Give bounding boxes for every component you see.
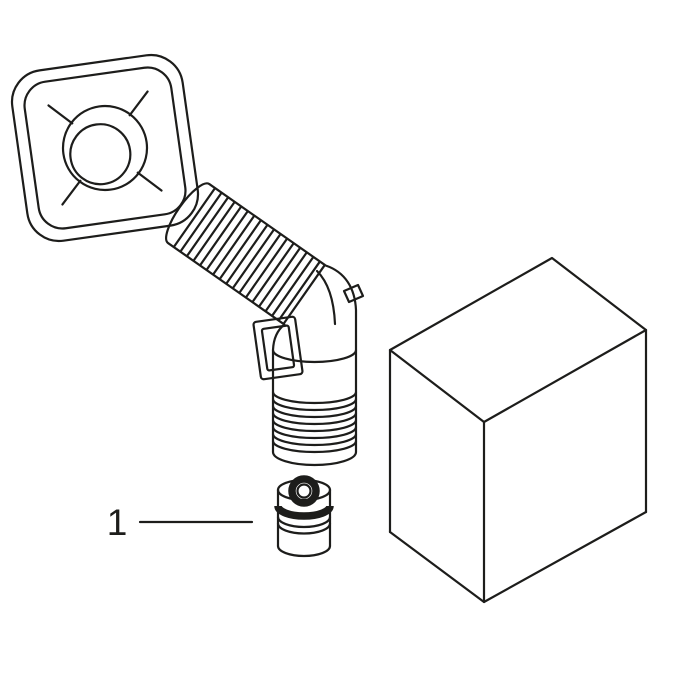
insert-groove-lines [276, 515, 332, 535]
wall-cube-drawing [388, 256, 648, 604]
escutcheon-inner-rim [23, 66, 187, 230]
elbow-collar-joint-line [271, 348, 358, 364]
insert-oring-top [288, 475, 320, 507]
escutcheon-hole-inner [69, 123, 132, 186]
callout-1-label: 1 [107, 502, 128, 543]
escutcheon-hole-outer [61, 104, 149, 192]
insert-bore [296, 483, 312, 499]
escutcheon-outer-edge [10, 53, 200, 243]
outlet-bottom-edge [271, 450, 358, 467]
clip-inner [260, 324, 296, 372]
cube-bottom-edges [388, 510, 648, 604]
escutcheon-bevel-lines [47, 90, 163, 206]
retaining-clip-drawing [252, 315, 304, 381]
elbow-body-drawing [271, 264, 365, 467]
elbow-right-outline [324, 264, 358, 454]
insert-oring-band [274, 505, 334, 520]
cube-top-face [388, 256, 648, 424]
sealing-insert-drawing [274, 475, 334, 558]
insert-bottom-edge [276, 544, 332, 558]
hose-nipple-outline [165, 182, 326, 326]
callout-1: 1 [107, 502, 254, 543]
escutcheon-plate-drawing [10, 53, 200, 243]
elbow-contour-line [315, 269, 337, 326]
hose-nipple-ribs [173, 187, 321, 321]
outlet-thread-ribs [271, 390, 358, 454]
clip-outer [252, 315, 304, 381]
cube-vertical-edges [388, 328, 648, 604]
hose-nipple-drawing [165, 182, 326, 326]
clip-tab [342, 283, 365, 304]
